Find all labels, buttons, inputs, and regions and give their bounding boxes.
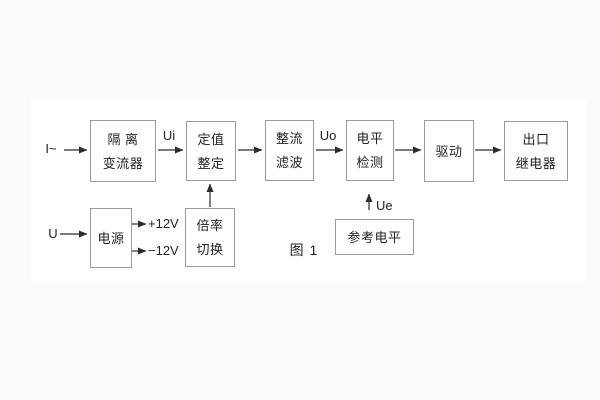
- label-input-voltage: U: [48, 226, 58, 241]
- block-setting-adjust-line2: 整定: [197, 155, 225, 171]
- block-setting-adjust-line1: 定值: [197, 131, 225, 147]
- block-ratio-switch-line1: 倍率: [196, 218, 224, 233]
- block-ratio-switch-line2: 切换: [196, 242, 224, 257]
- label-minus12v: −12V: [148, 243, 179, 258]
- block-ratio-switch: 倍率 切换: [185, 208, 235, 267]
- block-level-detect-line1: 电平: [356, 131, 384, 146]
- block-reference-level-line1: 参考电平: [347, 229, 402, 245]
- label-ue: Ue: [376, 198, 393, 213]
- block-level-detect: 电平 检测: [346, 120, 394, 181]
- block-rectifier-filter-line2: 滤波: [275, 155, 303, 170]
- block-reference-level: 参考电平: [335, 219, 414, 255]
- label-uo: Uo: [319, 128, 337, 143]
- label-input-current: I~: [45, 141, 57, 156]
- label-ui: Ui: [162, 128, 176, 143]
- block-isolation-transformer: 隔 离 变流器: [90, 120, 156, 182]
- block-output-relay: 出口 继电器: [504, 121, 568, 181]
- block-output-relay-line2: 继电器: [515, 155, 557, 171]
- block-level-detect-line2: 检测: [356, 155, 384, 170]
- block-setting-adjust: 定值 整定: [186, 121, 236, 181]
- block-driver: 驱动: [424, 120, 474, 182]
- block-driver-line1: 驱动: [435, 143, 463, 159]
- block-isolation-transformer-line1: 隔 离: [107, 131, 139, 147]
- block-power-supply: 电源: [90, 208, 132, 268]
- block-output-relay-line1: 出口: [522, 131, 550, 147]
- block-isolation-transformer-line2: 变流器: [102, 155, 144, 171]
- block-rectifier-filter-line1: 整流: [275, 131, 303, 146]
- figure-caption: 图 1: [289, 242, 319, 258]
- block-rectifier-filter: 整流 滤波: [265, 120, 314, 181]
- label-plus12v: +12V: [148, 216, 179, 231]
- block-power-supply-line1: 电源: [97, 230, 125, 246]
